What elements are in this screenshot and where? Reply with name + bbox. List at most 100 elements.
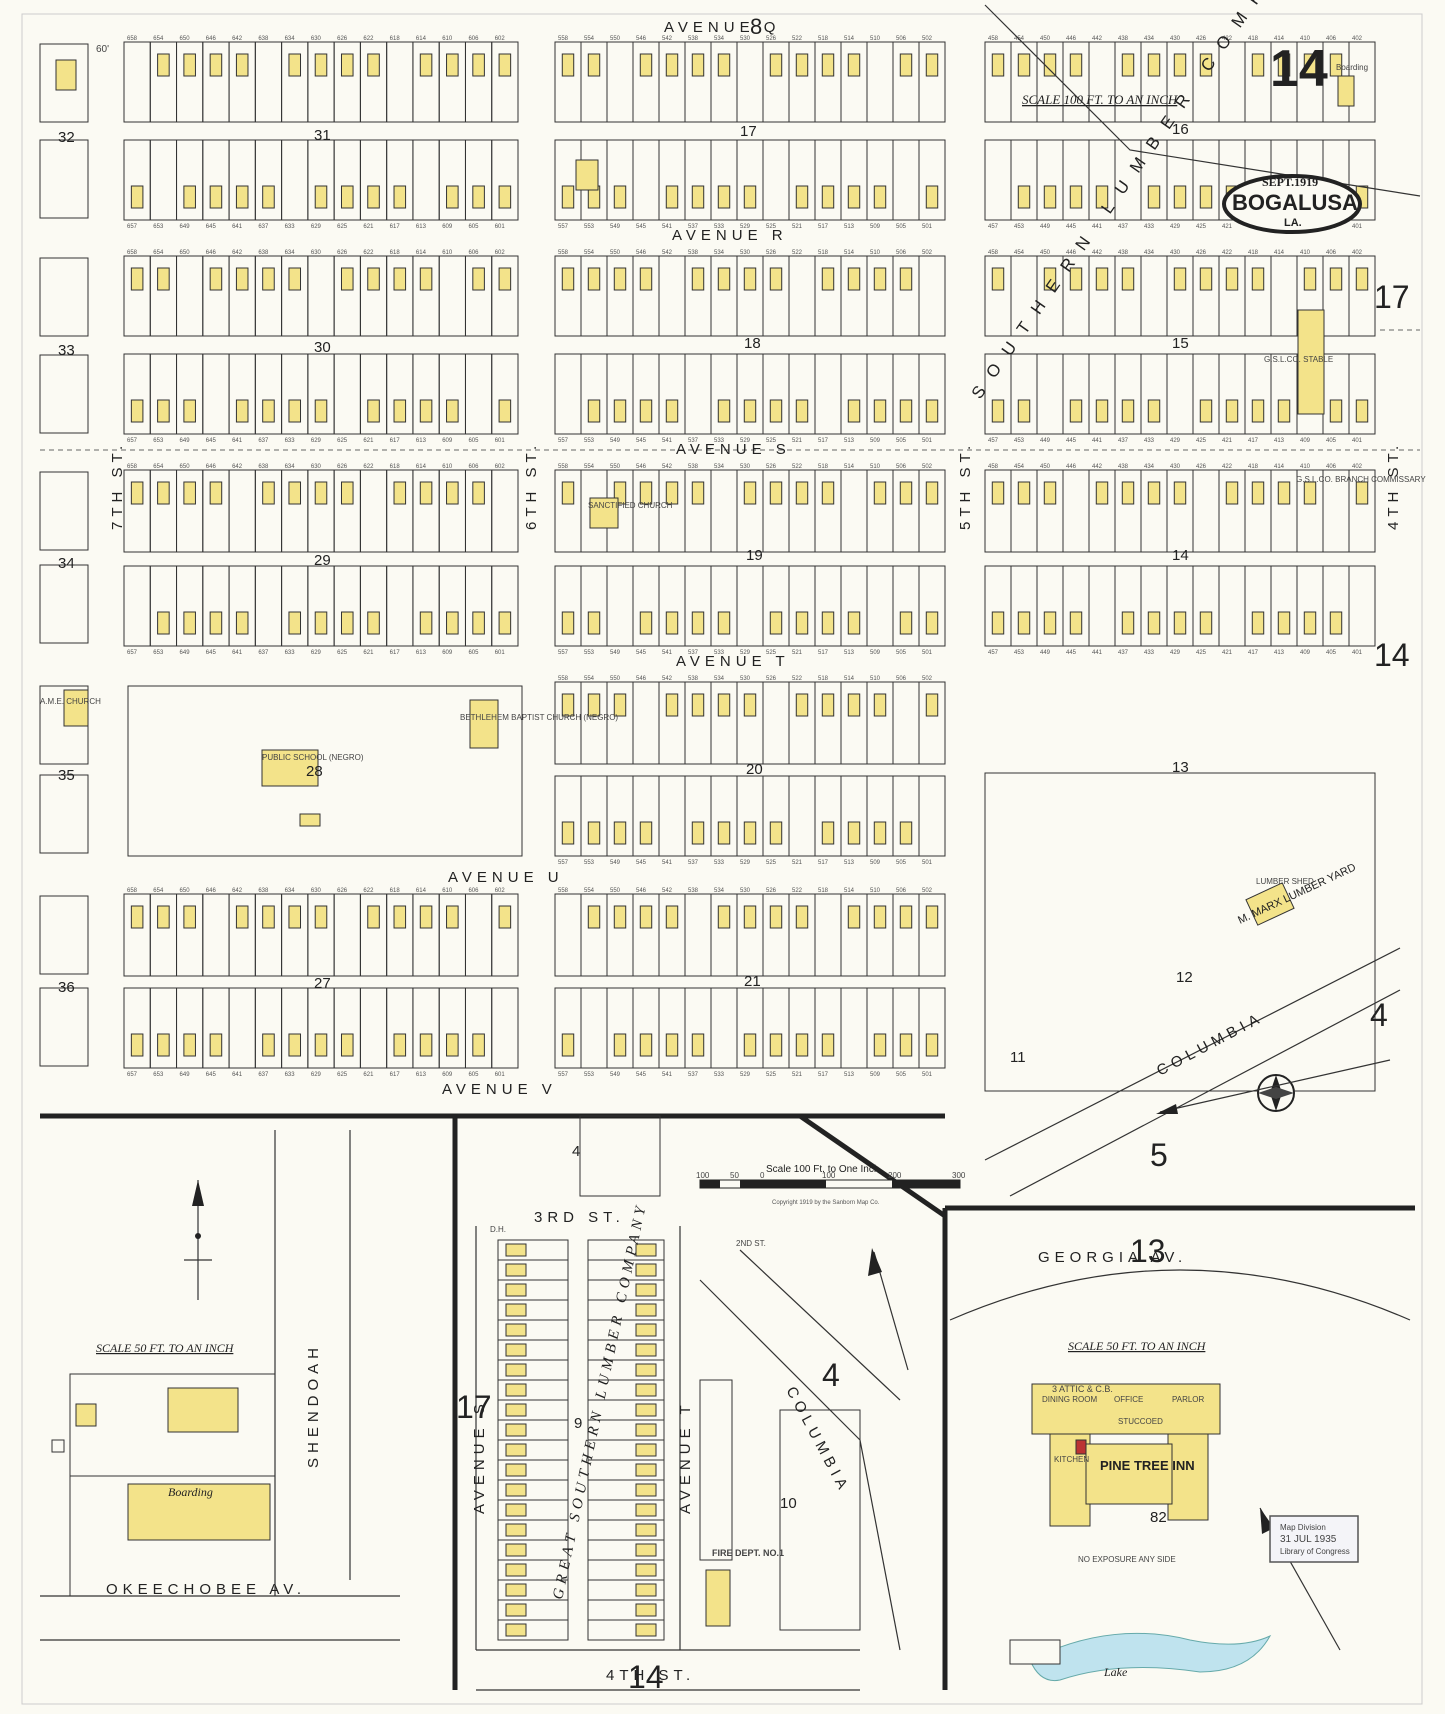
lot-number: 509 [870,438,881,444]
lot-number: 517 [818,1072,829,1078]
lot-number: 437 [1118,438,1129,444]
lot-number: 537 [688,650,699,656]
lot-number: 509 [870,650,881,656]
lot-number: 546 [636,36,647,42]
lot-number: 421 [1222,650,1233,656]
dwelling [446,611,459,635]
school-outbuilding [299,813,321,827]
lot-number: 601 [495,438,506,444]
dwelling [873,1033,887,1057]
lot-outline [1348,565,1376,647]
lot-number: 514 [844,888,855,894]
lot-number: 501 [922,650,933,656]
lot-outline [491,565,519,647]
dwelling [899,267,913,291]
lot-number: 429 [1170,224,1181,230]
block-9: 9 [574,1415,582,1432]
block-12-outline [984,772,1376,1092]
dwelling [472,53,485,77]
dwelling [419,611,433,635]
lot-number: 641 [232,224,243,230]
gsl-stable-label: G.S.L.CO. STABLE [1264,355,1333,364]
dwelling [262,399,275,423]
public-school-building [261,749,319,787]
lot-number: 558 [558,464,569,470]
lot-number: 458 [988,464,999,470]
dwelling [1121,399,1135,423]
dwelling [665,53,679,77]
lot-number: 549 [610,860,621,866]
lot-number: 406 [1326,464,1337,470]
lot-number: 441 [1092,224,1103,230]
lot-number: 442 [1092,36,1103,42]
lot-number: 426 [1196,36,1207,42]
lot-number: 441 [1092,438,1103,444]
lot-number: 634 [285,36,296,42]
lot-number: 605 [468,650,479,656]
dwelling [847,693,861,717]
lot-number: 554 [584,888,595,894]
lot-number: 537 [688,860,699,866]
dwelling [1199,267,1213,291]
lot-number: 634 [285,250,296,256]
lot-number: 530 [740,36,751,42]
dwelling [314,185,328,209]
dwelling [613,821,627,845]
lot-number: 646 [206,464,217,470]
lot-number: 541 [662,650,673,656]
lot-number: 630 [311,36,322,42]
no-exposure-label: NO EXPOSURE ANY SIDE [1078,1555,1176,1564]
lot-number: 530 [740,250,751,256]
dwelling [587,399,601,423]
lot-number: 622 [363,888,374,894]
dwelling [769,821,783,845]
lot-number: 553 [584,650,595,656]
dwelling [498,611,512,635]
lot-number: 509 [870,860,881,866]
sheet-ref-17-left: 17 [456,1389,492,1425]
block-16: 16 [1172,121,1189,138]
dwelling [587,53,601,77]
dwelling [1147,399,1161,423]
dwelling [183,399,196,423]
lot-number: 625 [337,224,348,230]
lot-number: 505 [896,860,907,866]
dwelling [157,53,170,77]
dwelling [925,1033,939,1057]
dwelling [795,611,809,635]
lot-number: 638 [258,36,269,42]
inset-block-9 [475,1115,901,1691]
dwelling [639,481,653,505]
dwelling [561,53,575,77]
parlor-label: PARLOR [1172,1395,1205,1404]
dwelling [691,611,705,635]
dwelling [314,611,328,635]
dwelling [505,1403,527,1417]
dwelling [717,53,731,77]
lot-number: 458 [988,250,999,256]
lot-number: 457 [988,438,999,444]
lot-number: 521 [792,224,803,230]
dwelling [795,693,809,717]
lumber-shed-label: LUMBER SHED [1256,877,1314,886]
dwelling [505,1483,527,1497]
lot-number: 429 [1170,438,1181,444]
street-7th: 7TH ST. [109,441,126,530]
dwelling [847,399,861,423]
dwelling [1043,267,1057,291]
sheet-state: LA. [1284,217,1302,229]
lot-number: 554 [584,250,595,256]
lot-number: 446 [1066,250,1077,256]
lot-number: 510 [870,250,881,256]
street-avenue-r: AVENUE R [672,227,788,244]
dwelling [665,611,679,635]
lot-number: 614 [416,36,427,42]
lot-number: 526 [766,36,777,42]
block-35: 35 [58,767,75,784]
lot-number: 518 [818,36,829,42]
lot-number: 613 [416,224,427,230]
lot-number: 642 [232,888,243,894]
gsl-stable-building [1297,309,1325,415]
lot-number: 654 [153,250,164,256]
dwelling [262,905,275,929]
